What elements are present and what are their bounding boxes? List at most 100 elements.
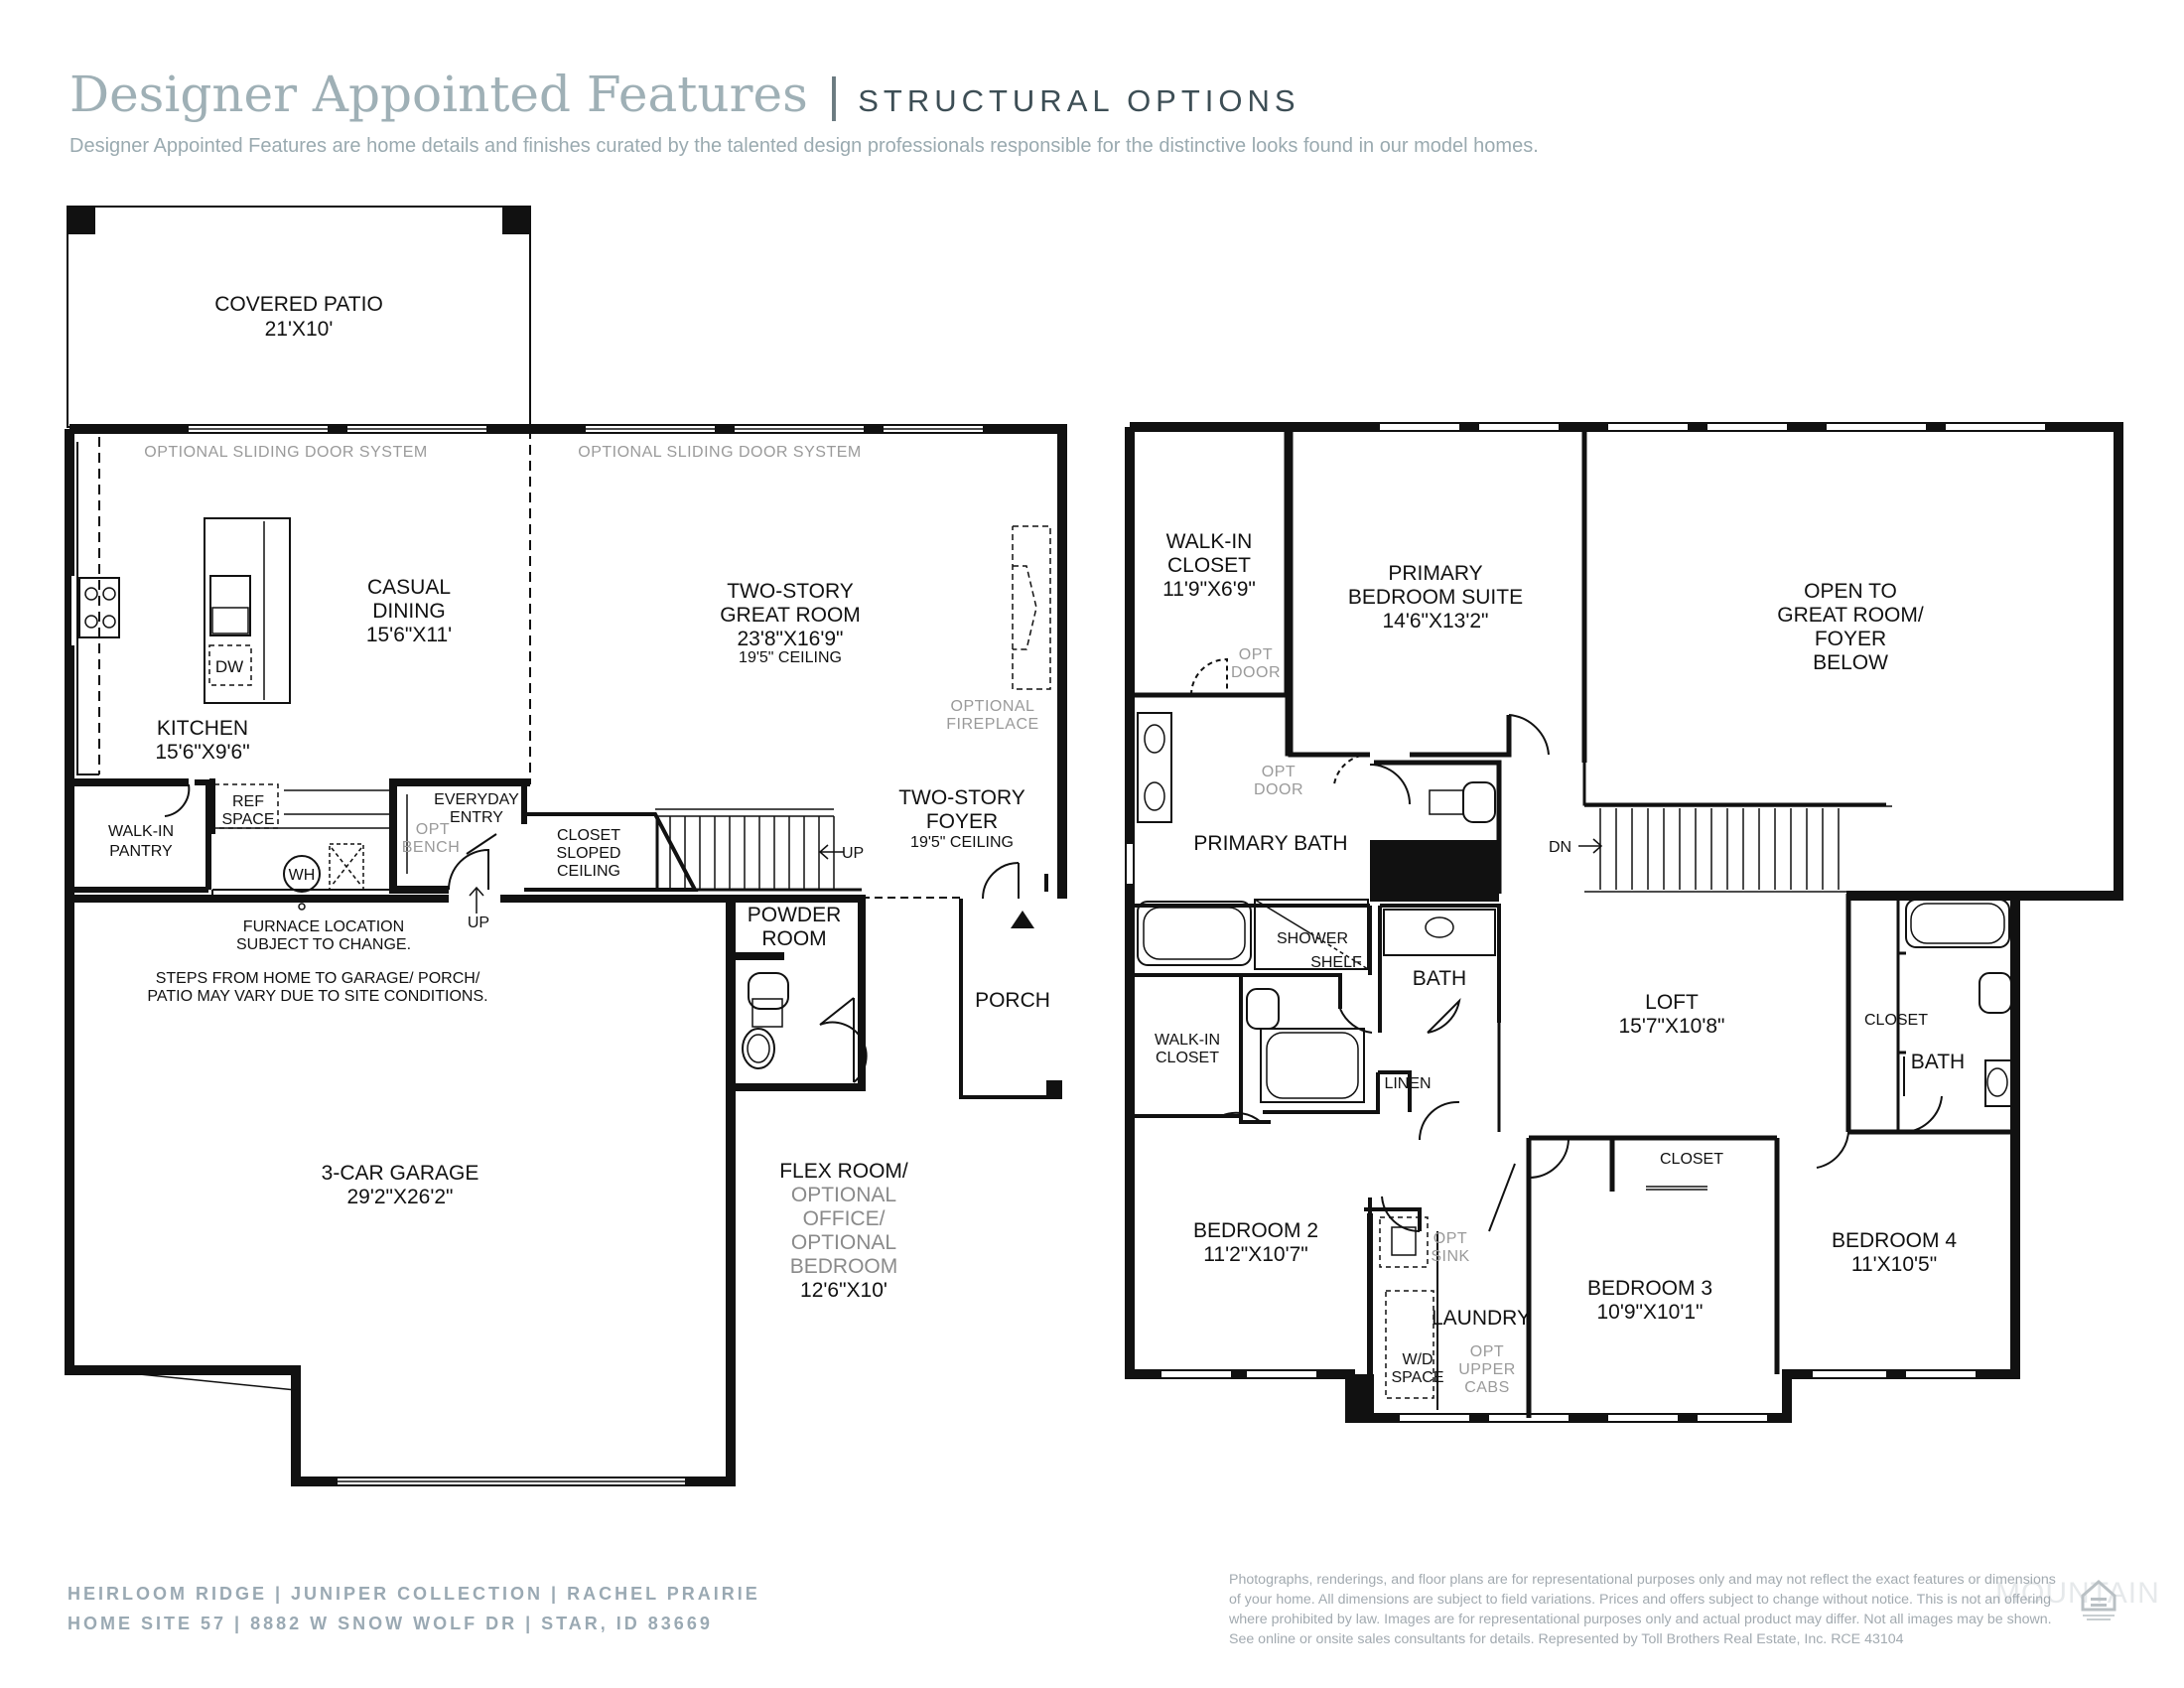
second-floor-labels: WALK-IN CLOSET 11'9"X6'9" OPT DOOR PRIMA… xyxy=(1155,530,1965,1396)
label-foyer: TWO-STORY xyxy=(898,786,1025,809)
first-floor-labels: COVERED PATIO 21'X10' OPTIONAL SLIDING D… xyxy=(108,293,1050,1302)
page-header: Designer Appointed Features | STRUCTURAL O… xyxy=(69,66,1300,123)
label-laundry: LAUNDRY xyxy=(1432,1307,1531,1330)
label-loft-dims: 15'7"X10'8" xyxy=(1618,1015,1724,1038)
label-casual-dining: CASUAL xyxy=(367,576,451,599)
label-opt-upper-cabs-2: UPPER xyxy=(1458,1361,1516,1378)
label-furnace-note-2: SUBJECT TO CHANGE. xyxy=(236,936,411,953)
label-bedroom2: BEDROOM 2 xyxy=(1193,1219,1318,1242)
label-walkin-closet-1-2: CLOSET xyxy=(1167,554,1251,577)
label-primary-bath: PRIMARY BATH xyxy=(1193,832,1347,855)
label-walkin-closet-2: WALK-IN xyxy=(1155,1032,1220,1049)
label-steps-note: STEPS FROM HOME TO GARAGE/ PORCH/ xyxy=(156,970,480,987)
label-closet-sloped-2: SLOPED xyxy=(557,845,621,862)
label-open-to: OPEN TO xyxy=(1804,580,1897,603)
label-up-stairs: UP xyxy=(842,845,864,862)
label-kitchen: KITCHEN xyxy=(157,717,248,740)
label-optional-fireplace: OPTIONAL xyxy=(951,698,1035,715)
footer-line-1: HEIRLOOM RIDGE | JUNIPER COLLECTION | RA… xyxy=(68,1584,760,1604)
label-wd-space-2: SPACE xyxy=(1391,1369,1443,1386)
label-everyday-entry-2: ENTRY xyxy=(450,809,503,826)
label-casual-dining-dims: 15'6"X11' xyxy=(366,624,452,646)
label-opt-upper-cabs-3: CABS xyxy=(1464,1379,1510,1396)
label-furnace-note: FURNACE LOCATION xyxy=(243,918,404,935)
label-opt-sink-2: SINK xyxy=(1431,1248,1469,1265)
label-bedroom2-dims: 11'2"X10'7" xyxy=(1203,1243,1307,1266)
label-opt-sink: OPT xyxy=(1433,1230,1467,1247)
label-walkin-closet-1: WALK-IN xyxy=(1166,530,1253,553)
label-flex-room-5: BEDROOM xyxy=(790,1255,898,1278)
label-bath-right: BATH xyxy=(1911,1051,1965,1073)
watermark-text: MOUNTAIN xyxy=(1995,1577,2160,1610)
page-tagline: Designer Appointed Features are home det… xyxy=(69,135,1539,157)
label-ref-space: REF xyxy=(232,793,264,810)
label-open-to-4: BELOW xyxy=(1813,651,1888,674)
label-everyday-entry: EVERYDAY xyxy=(434,791,519,808)
label-open-to-3: FOYER xyxy=(1815,628,1886,650)
label-dn: DN xyxy=(1549,839,1571,856)
label-closet-sloped: CLOSET xyxy=(557,827,620,844)
label-flex-room-4: OPTIONAL xyxy=(791,1231,896,1254)
label-opt-bench: OPT xyxy=(416,821,450,838)
label-optional-fireplace-2: FIREPLACE xyxy=(946,716,1038,733)
label-great-room-2: GREAT ROOM xyxy=(720,604,861,627)
label-bedroom4-dims: 11'X10'5" xyxy=(1851,1253,1937,1276)
page-title: Designer Appointed Features xyxy=(69,66,808,123)
label-up-garage: UP xyxy=(468,914,489,931)
label-great-room: TWO-STORY xyxy=(727,580,854,603)
label-wd-space: W/D xyxy=(1402,1351,1433,1368)
label-primary-suite-2: BEDROOM SUITE xyxy=(1348,586,1523,609)
equal-housing-icon xyxy=(2081,1580,2116,1620)
label-kitchen-dims: 15'6"X9'6" xyxy=(155,741,249,764)
label-bath-center: BATH xyxy=(1413,967,1466,990)
label-closet-sloped-3: CEILING xyxy=(557,863,620,880)
label-wh: WH xyxy=(289,867,316,884)
label-flex-room-2: OPTIONAL xyxy=(791,1184,896,1206)
label-bedroom3: BEDROOM 3 xyxy=(1587,1277,1712,1300)
label-opt-door-2-2: DOOR xyxy=(1254,781,1303,798)
label-flex-room-dims: 12'6"X10' xyxy=(800,1279,887,1302)
label-foyer-2: FOYER xyxy=(926,810,998,833)
label-walkin-closet-1-dims: 11'9"X6'9" xyxy=(1162,578,1256,601)
label-opt-upper-cabs: OPT xyxy=(1470,1343,1504,1360)
label-flex-room: FLEX ROOM/ xyxy=(779,1160,908,1183)
label-opt-door-2: OPT xyxy=(1262,764,1296,780)
label-closet-bed3: CLOSET xyxy=(1660,1151,1723,1168)
label-dw: DW xyxy=(215,657,243,676)
label-bedroom4: BEDROOM 4 xyxy=(1832,1229,1957,1252)
footer-community-info: HEIRLOOM RIDGE | JUNIPER COLLECTION | RA… xyxy=(68,1579,760,1638)
second-floor-plan xyxy=(1125,422,2123,1423)
label-covered-patio: COVERED PATIO xyxy=(214,293,383,316)
label-open-to-2: GREAT ROOM/ xyxy=(1777,604,1924,627)
label-porch: PORCH xyxy=(975,989,1050,1012)
label-primary-suite: PRIMARY xyxy=(1388,562,1482,585)
label-great-room-dims: 23'8"X16'9" xyxy=(737,628,843,650)
label-loft: LOFT xyxy=(1645,991,1699,1014)
label-foyer-ceiling: 19'5" CEILING xyxy=(910,834,1014,851)
footer-disclaimer: Photographs, renderings, and floor plans… xyxy=(1229,1572,2056,1647)
label-primary-suite-dims: 14'6"X13'2" xyxy=(1382,610,1488,633)
label-walkin-pantry-2: PANTRY xyxy=(109,843,173,860)
label-garage: 3-CAR GARAGE xyxy=(322,1162,479,1185)
label-powder-room-2: ROOM xyxy=(761,927,826,950)
label-opt-bench-2: BENCH xyxy=(402,839,461,856)
label-powder-room: POWDER xyxy=(748,904,842,926)
label-opt-door-1: OPT xyxy=(1239,646,1273,663)
label-casual-dining-2: DINING xyxy=(372,600,446,623)
label-linen: LINEN xyxy=(1384,1075,1431,1092)
label-ref-space-2: SPACE xyxy=(221,811,274,828)
footer-line-2: HOME SITE 57 | 8882 W SNOW WOLF DR | STA… xyxy=(68,1614,713,1633)
label-flex-room-3: OFFICE/ xyxy=(803,1207,886,1230)
label-steps-note-2: PATIO MAY VARY DUE TO SITE CONDITIONS. xyxy=(147,988,487,1005)
title-divider: | xyxy=(827,70,841,122)
label-walkin-pantry: WALK-IN xyxy=(108,823,174,840)
label-sliding-door-2: OPTIONAL SLIDING DOOR SYSTEM xyxy=(578,444,861,461)
page-subtitle: STRUCTURAL OPTIONS xyxy=(858,83,1300,118)
label-shower: SHOWER xyxy=(1277,930,1348,947)
label-closet-bath: CLOSET xyxy=(1864,1012,1928,1029)
label-garage-dims: 29'2"X26'2" xyxy=(346,1186,453,1208)
label-sliding-door-1: OPTIONAL SLIDING DOOR SYSTEM xyxy=(144,444,427,461)
label-opt-door-1-2: DOOR xyxy=(1231,664,1281,681)
label-bedroom3-dims: 10'9"X10'1" xyxy=(1596,1301,1703,1324)
